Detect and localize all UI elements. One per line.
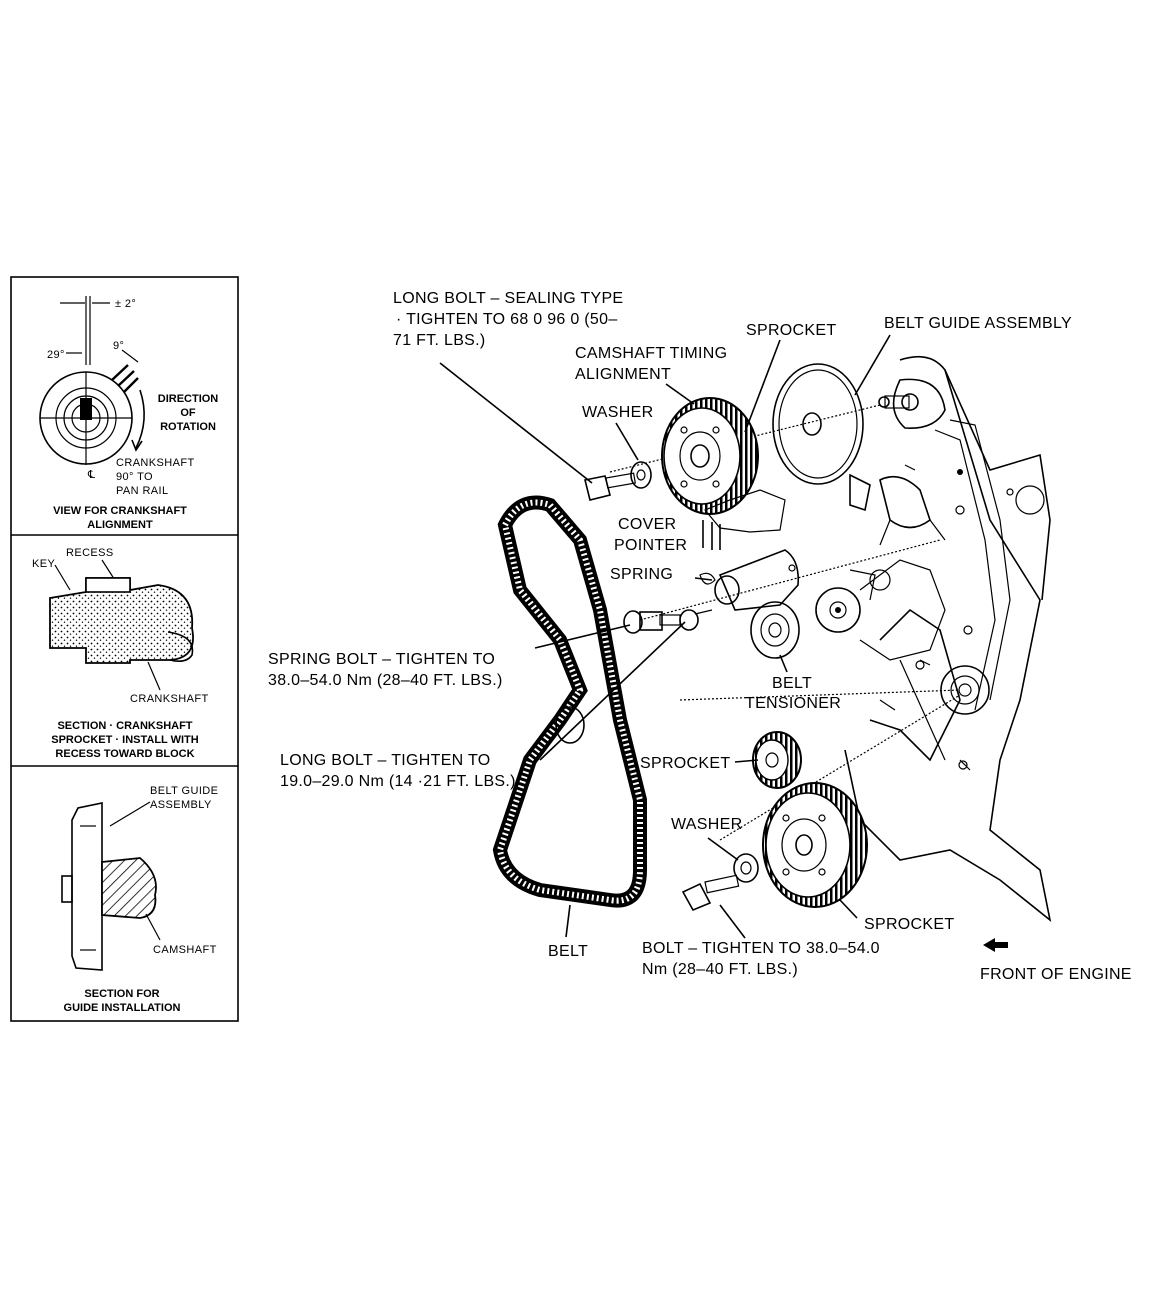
bolt-line2: Nm (28–40 FT. LBS.) (642, 961, 798, 978)
belt-tensioner-assembly (699, 549, 800, 659)
oil-pump (940, 665, 990, 715)
long-bolt-line1: LONG BOLT – TIGHTEN TO (280, 752, 491, 769)
direction-line1: DIRECTION (158, 393, 219, 405)
rotation-arrow (135, 389, 145, 449)
spring-bolt-line1: SPRING BOLT – TIGHTEN TO (268, 651, 495, 668)
crankshaft-label: CRANKSHAFT (130, 693, 209, 705)
caption-line2: GUIDE INSTALLATION (64, 1002, 181, 1014)
caption-line2: ALIGNMENT (87, 519, 153, 531)
timing-belt (492, 495, 647, 908)
guide-section-panel: BELT GUIDE ASSEMBLY CAMSHAFT SECTION FOR… (61, 785, 218, 1014)
spring-label: SPRING (610, 566, 673, 583)
crank-section-panel: KEY RECESS CRANKSHAFT SECTION · CRANKSHA… (32, 547, 209, 760)
long-bolt-line2: 19.0–29.0 Nm (14 ·21 FT. LBS.) (280, 773, 516, 790)
direction-line3: ROTATION (160, 421, 216, 433)
caption-line2: SPROCKET · INSTALL WITH (51, 734, 199, 746)
belt-guide-line2: ASSEMBLY (150, 799, 212, 811)
crankshaft-line3: PAN RAIL (116, 485, 169, 497)
washer-top-label: WASHER (582, 404, 653, 421)
camshaft-timing-line1: CAMSHAFT TIMING (575, 345, 727, 362)
sprocket-bottom-label: SPROCKET (864, 916, 954, 933)
main-labels: LONG BOLT – SEALING TYPE · TIGHTEN TO 68… (268, 290, 1132, 983)
engine-block (815, 355, 1052, 922)
spring-bolt-line2: 38.0–54.0 Nm (28–40 FT. LBS.) (268, 672, 503, 689)
belt-idler (555, 706, 585, 744)
centerline-symbol: ℄ (87, 469, 95, 481)
long-bolt-sealing-line3: 71 FT. LBS.) (393, 332, 486, 349)
auxiliary-sprocket (762, 782, 868, 908)
caption-line1: VIEW FOR CRANKSHAFT (53, 505, 187, 517)
top-washer (630, 461, 652, 489)
crank-sprocket-section (49, 577, 194, 664)
caption-line3: RECESS TOWARD BLOCK (55, 748, 194, 760)
dim-top: ± 2° (115, 298, 136, 310)
belt-label: BELT (548, 943, 588, 960)
dim-right: 9° (113, 340, 124, 352)
long-bolt-mid (679, 609, 713, 631)
inset-frame (10, 276, 239, 1022)
long-bolt-sealing-line1: LONG BOLT – SEALING TYPE (393, 290, 623, 307)
tensioner-spring (699, 572, 716, 585)
timing-mark (111, 364, 139, 393)
camshaft-label: CAMSHAFT (153, 944, 217, 956)
tensioner-pulley (750, 601, 800, 659)
camshaft-sprocket (661, 397, 759, 515)
washer-bottom-label: WASHER (671, 816, 742, 833)
cover-pointer-line2: POINTER (614, 537, 687, 554)
cover-pointer-line1: COVER (618, 516, 676, 533)
bolt-line1: BOLT – TIGHTEN TO 38.0–54.0 (642, 940, 880, 957)
belt-guide-section (71, 802, 103, 971)
belt-tensioner-line1: BELT (772, 675, 812, 692)
crank-alignment-panel: ± 2° 29° 9° DIRECTION OF ROTATION CRANKS… (39, 296, 219, 531)
belt-guide-line1: BELT GUIDE (150, 785, 218, 797)
inset-panels (10, 276, 239, 1022)
front-of-engine-label: FRONT OF ENGINE (980, 966, 1132, 983)
water-pump (815, 587, 861, 633)
belt-tensioner-line2: TENSIONER (745, 695, 841, 712)
crankshaft-sprocket-small (752, 731, 802, 789)
axis-lines (609, 404, 961, 841)
front-of-engine-arrow (983, 938, 1008, 952)
recess-label: RECESS (66, 547, 114, 559)
long-bolt-sealing-line2: · TIGHTEN TO 68 0 96 0 (50– (396, 311, 618, 328)
camshaft-section (101, 857, 157, 919)
caption-line1: SECTION FOR (84, 988, 159, 1000)
direction-line2: OF (180, 407, 196, 419)
sprocket-top-label: SPROCKET (746, 322, 836, 339)
belt-guide-assembly-label: BELT GUIDE ASSEMBLY (884, 315, 1072, 332)
belt-guide-assembly (772, 363, 864, 485)
crank-pulley (39, 371, 133, 465)
sprocket-mid-label: SPROCKET (640, 755, 730, 772)
dim-left: 29° (47, 349, 65, 361)
spring-bolt (623, 610, 681, 634)
bottom-washer (733, 853, 759, 883)
crankshaft-line2: 90° TO (116, 471, 153, 483)
cover-pointer (702, 489, 786, 550)
top-long-bolt (584, 472, 637, 501)
camshaft-timing-line2: ALIGNMENT (575, 366, 671, 383)
bottom-bolt (681, 874, 740, 912)
crankshaft-line1: CRANKSHAFT (116, 457, 195, 469)
leader-lines (439, 334, 891, 939)
key-label: KEY (32, 558, 55, 570)
caption-line1: SECTION · CRANKSHAFT (57, 720, 192, 732)
